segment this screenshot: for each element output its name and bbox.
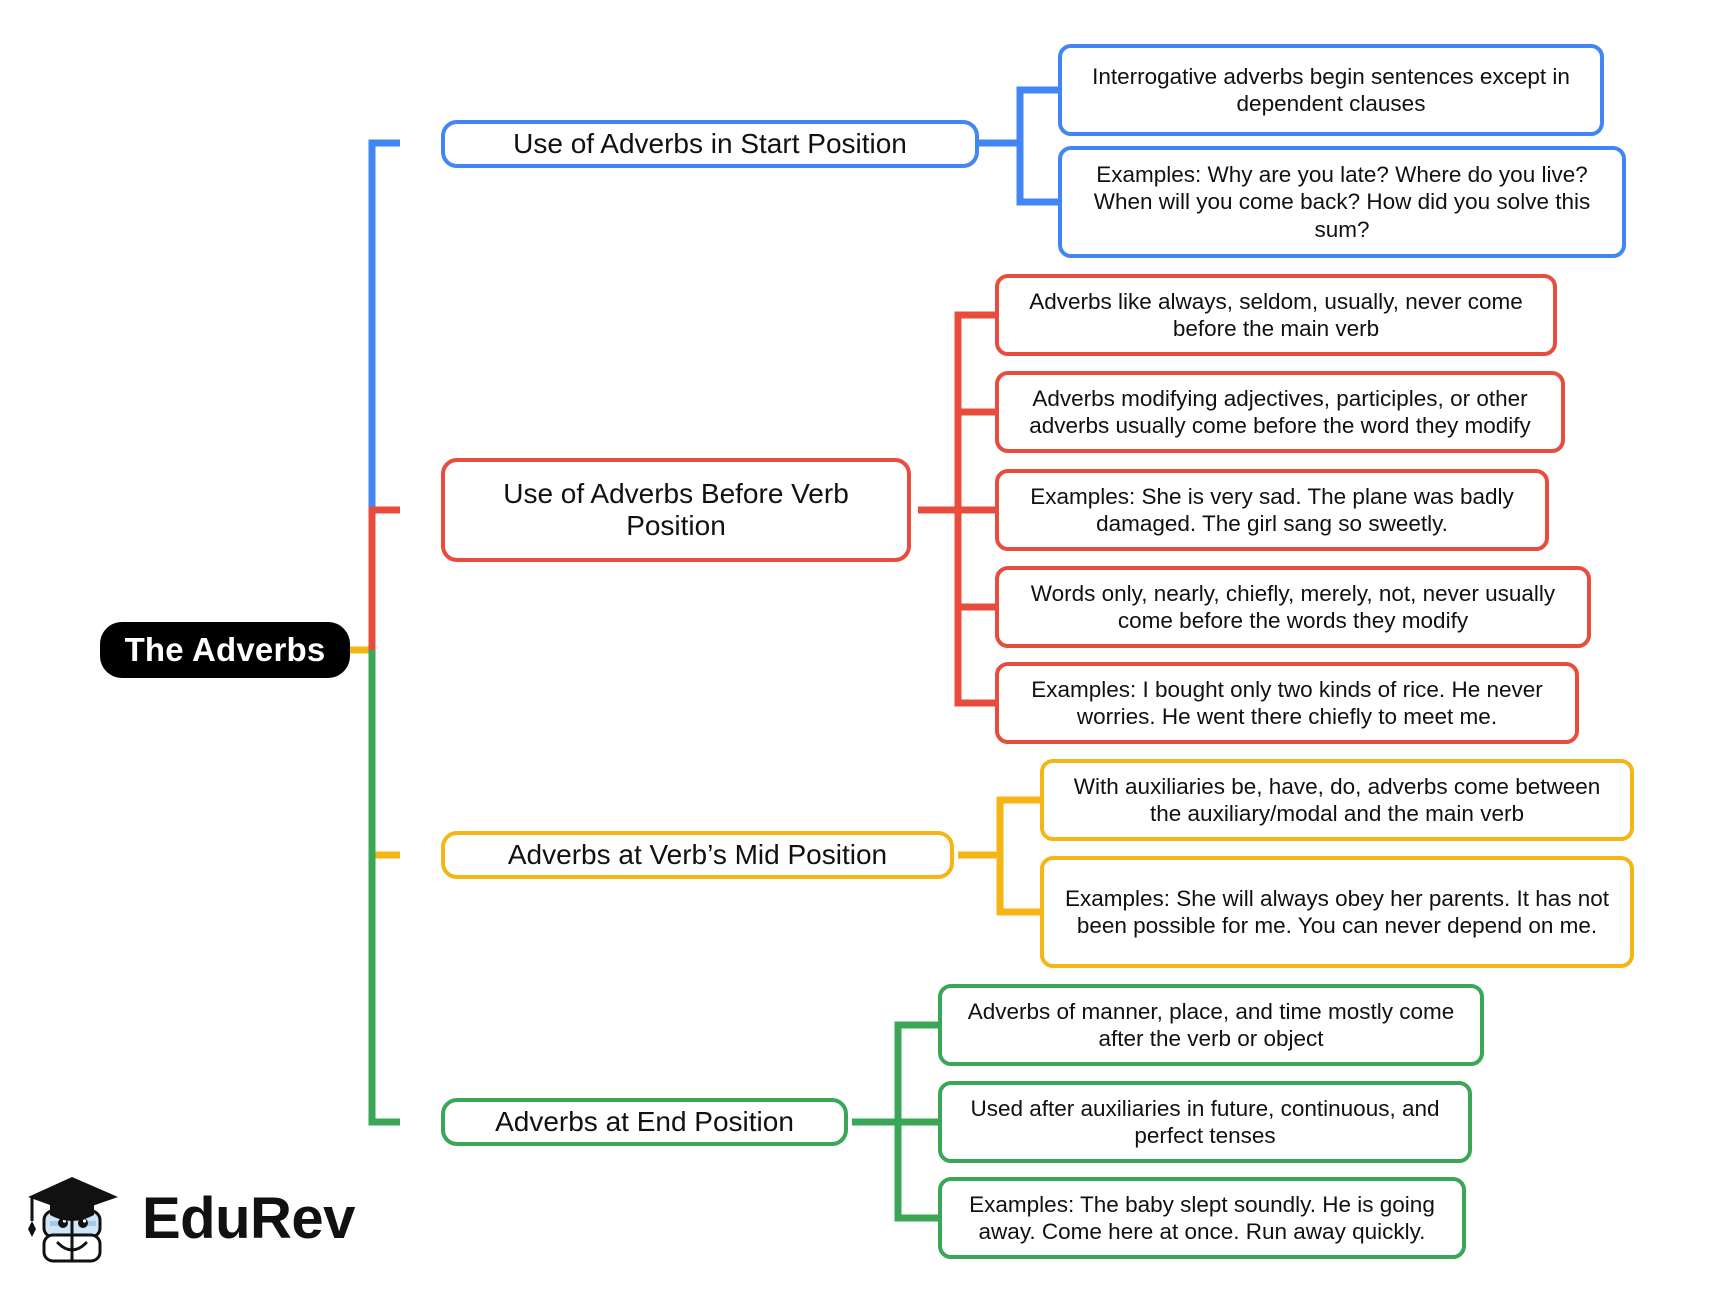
leaf-label: Words only, nearly, chiefly, merely, not… (1030, 580, 1556, 633)
leaf-node[interactable]: Examples: I bought only two kinds of ric… (995, 662, 1579, 744)
leaf-label: With auxiliaries be, have, do, adverbs c… (1073, 773, 1601, 826)
branch-node-before-verb-position[interactable]: Use of Adverbs Before Verb Position (441, 458, 911, 562)
edurev-logo: EduRev (28, 1162, 355, 1282)
leaf-node[interactable]: Examples: She will always obey her paren… (1040, 856, 1634, 968)
leaf-node[interactable]: Adverbs of manner, place, and time mostl… (938, 984, 1484, 1066)
leaf-label: Examples: I bought only two kinds of ric… (1031, 676, 1543, 729)
leaf-label: Examples: The baby slept soundly. He is … (969, 1191, 1435, 1244)
branch-node-start-position[interactable]: Use of Adverbs in Start Position (441, 120, 979, 168)
leaf-label: Used after auxiliaries in future, contin… (970, 1095, 1440, 1148)
leaf-node[interactable]: Examples: She is very sad. The plane was… (995, 469, 1549, 551)
leaf-label: Examples: She will always obey her paren… (1064, 885, 1610, 938)
leaf-label: Interrogative adverbs begin sentences ex… (1092, 63, 1570, 116)
branch-label: Use of Adverbs in Start Position (513, 127, 907, 159)
leaf-label: Adverbs modifying adjectives, participle… (1029, 385, 1531, 438)
branch-label: Use of Adverbs Before Verb Position (503, 477, 849, 541)
branch-node-mid-position[interactable]: Adverbs at Verb’s Mid Position (441, 831, 954, 879)
branch-label: Adverbs at End Position (495, 1105, 794, 1137)
leaf-node[interactable]: Examples: Why are you late? Where do you… (1058, 146, 1626, 258)
branch-label: Adverbs at Verb’s Mid Position (507, 838, 888, 870)
leaf-label: Examples: Why are you late? Where do you… (1093, 161, 1591, 242)
root-label: The Adverbs (124, 631, 326, 668)
leaf-label: Examples: She is very sad. The plane was… (1030, 483, 1514, 536)
leaf-node[interactable]: Used after auxiliaries in future, contin… (938, 1081, 1472, 1163)
leaf-node[interactable]: Interrogative adverbs begin sentences ex… (1058, 44, 1604, 136)
leaf-node[interactable]: Adverbs modifying adjectives, participle… (995, 371, 1565, 453)
leaf-node[interactable]: Adverbs like always, seldom, usually, ne… (995, 274, 1557, 356)
edurev-wordmark: EduRev (142, 1186, 355, 1251)
leaf-node[interactable]: With auxiliaries be, have, do, adverbs c… (1040, 759, 1634, 841)
leaf-label: Adverbs like always, seldom, usually, ne… (1029, 288, 1523, 341)
root-node[interactable]: The Adverbs (100, 622, 350, 678)
graduation-cap-book-mascot-icon (28, 1177, 118, 1263)
leaf-node[interactable]: Words only, nearly, chiefly, merely, not… (995, 566, 1591, 648)
leaf-node[interactable]: Examples: The baby slept soundly. He is … (938, 1177, 1466, 1259)
branch-node-end-position[interactable]: Adverbs at End Position (441, 1098, 848, 1146)
leaf-label: Adverbs of manner, place, and time mostl… (967, 998, 1455, 1051)
